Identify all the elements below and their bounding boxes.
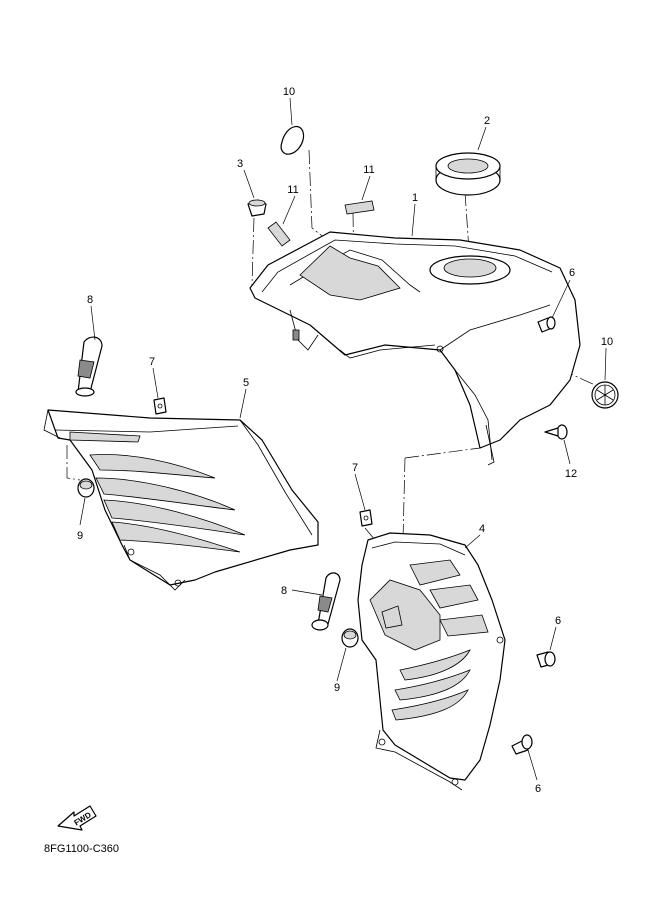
part-8-handle-left (75, 336, 103, 397)
fwd-arrow-icon: FWD (57, 805, 97, 831)
callout-7-left: 7 (149, 356, 155, 368)
part-7-clip-left (153, 397, 167, 415)
part-11-pad-center (344, 200, 375, 215)
part-6-bolt-middle (536, 651, 556, 668)
callout-10-right: 10 (601, 336, 613, 348)
callout-8-left: 8 (87, 294, 93, 306)
part-10-emblem-right (591, 381, 619, 409)
part-4-right-side-panel (357, 532, 506, 791)
part-2-grommet-ring (435, 152, 501, 196)
callout-6-lower: 6 (535, 783, 541, 795)
part-1-front-panel (249, 231, 581, 466)
part-7-clip-right (359, 509, 373, 527)
part-9-grommet-left (77, 478, 95, 498)
part-8-handle-right (311, 572, 341, 631)
callout-9-right: 9 (334, 682, 340, 694)
callout-8-right: 8 (281, 585, 287, 597)
callout-labels: 10 2 3 11 11 1 6 10 8 7 5 9 7 8 9 4 6 6 … (77, 86, 613, 795)
part-9-grommet-right (341, 628, 359, 648)
callout-11-center: 11 (363, 164, 374, 176)
part-6-bolt-upper (537, 316, 556, 333)
part-3-plug (247, 199, 267, 217)
part-11-pad-left (267, 221, 291, 247)
callout-2: 2 (484, 115, 490, 127)
diagram-code: 8FG1100-C360 (44, 843, 119, 855)
part-6-bolt-lower (511, 734, 533, 755)
callout-7-right: 7 (352, 462, 358, 474)
leader-lines (79, 97, 607, 781)
callout-6-upper: 6 (569, 267, 575, 279)
callout-3: 3 (237, 158, 243, 170)
part-10-emblem-top (280, 125, 305, 155)
part-12-screw (544, 424, 568, 440)
callout-12: 12 (565, 468, 577, 480)
callout-9-left: 9 (77, 530, 83, 542)
callout-11-left: 11 (287, 184, 298, 196)
callout-10-top: 10 (283, 86, 295, 98)
callout-5: 5 (243, 377, 249, 389)
callout-6-middle: 6 (555, 615, 561, 627)
callout-1: 1 (412, 192, 418, 204)
part-5-left-side-panel (43, 409, 319, 591)
callout-4: 4 (479, 523, 485, 535)
